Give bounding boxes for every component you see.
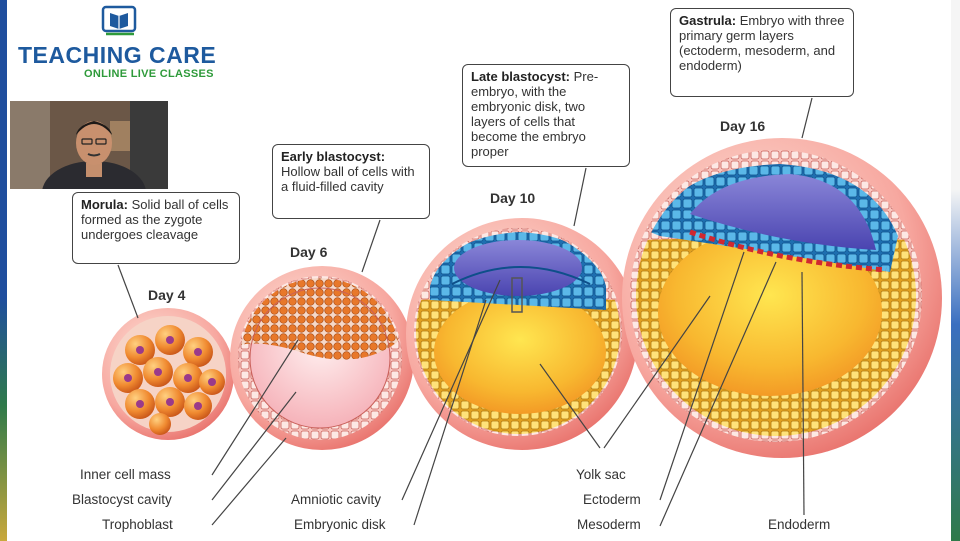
early-blastocyst-description: Hollow ball of cells with a fluid-filled…: [281, 164, 415, 194]
day-label-early: Day 6: [290, 244, 328, 260]
gastrula-callout: Gastrula: Embryo with three primary germ…: [670, 8, 854, 97]
day-label-morula: Day 4: [148, 287, 186, 303]
label-inner-cell-mass: Inner cell mass: [80, 467, 171, 482]
morula-title: Morula:: [81, 197, 128, 212]
morula-callout: Morula: Solid ball of cells formed as th…: [72, 192, 240, 264]
left-edge-bar: [0, 0, 7, 541]
morula-description: Solid ball of cells formed as the zygote…: [81, 197, 229, 242]
early-blastocyst-illustration: [230, 266, 414, 450]
day-label-gastrula: Day 16: [720, 118, 766, 134]
early-blastocyst-callout: Early blastocyst: Hollow ball of cells w…: [272, 144, 430, 219]
label-ectoderm: Ectoderm: [583, 492, 641, 507]
label-trophoblast: Trophoblast: [102, 517, 173, 532]
book-screen-icon: [101, 5, 137, 36]
late-blastocyst-description: Pre-embryo, with the embryonic disk, two…: [471, 69, 599, 159]
label-blastocyst-cavity: Blastocyst cavity: [72, 492, 172, 507]
late-blastocyst-illustration: [406, 218, 638, 450]
label-amniotic-cavity: Amniotic cavity: [291, 492, 382, 507]
label-mesoderm: Mesoderm: [577, 517, 641, 532]
morula-illustration: [102, 308, 234, 440]
gastrula-title: Gastrula:: [679, 13, 737, 28]
right-edge-bar: [951, 0, 960, 541]
early-blastocyst-title: Early blastocyst:: [281, 149, 386, 164]
late-blastocyst-callout: Late blastocyst: Pre-embryo, with the em…: [462, 64, 630, 167]
presenter-webcam: [10, 101, 168, 189]
label-endoderm: Endoderm: [768, 517, 831, 532]
late-blastocyst-title: Late blastocyst:: [471, 69, 570, 84]
logo-subtitle: ONLINE LIVE CLASSES: [84, 68, 214, 80]
gastrula-description: Embryo with three primary germ layers (e…: [679, 13, 845, 73]
gastrula-illustration: [622, 138, 942, 458]
logo-title: TEACHING CARE: [18, 42, 217, 68]
label-embryonic-disk: Embryonic disk: [294, 517, 386, 532]
presenter-video: [10, 101, 168, 189]
leader-lines: [117, 97, 813, 527]
label-yolk-sac: Yolk sac: [576, 467, 626, 482]
teaching-care-logo: TEACHING CARE ONLINE LIVE CLASSES: [14, 0, 224, 96]
day-label-late: Day 10: [490, 190, 536, 206]
